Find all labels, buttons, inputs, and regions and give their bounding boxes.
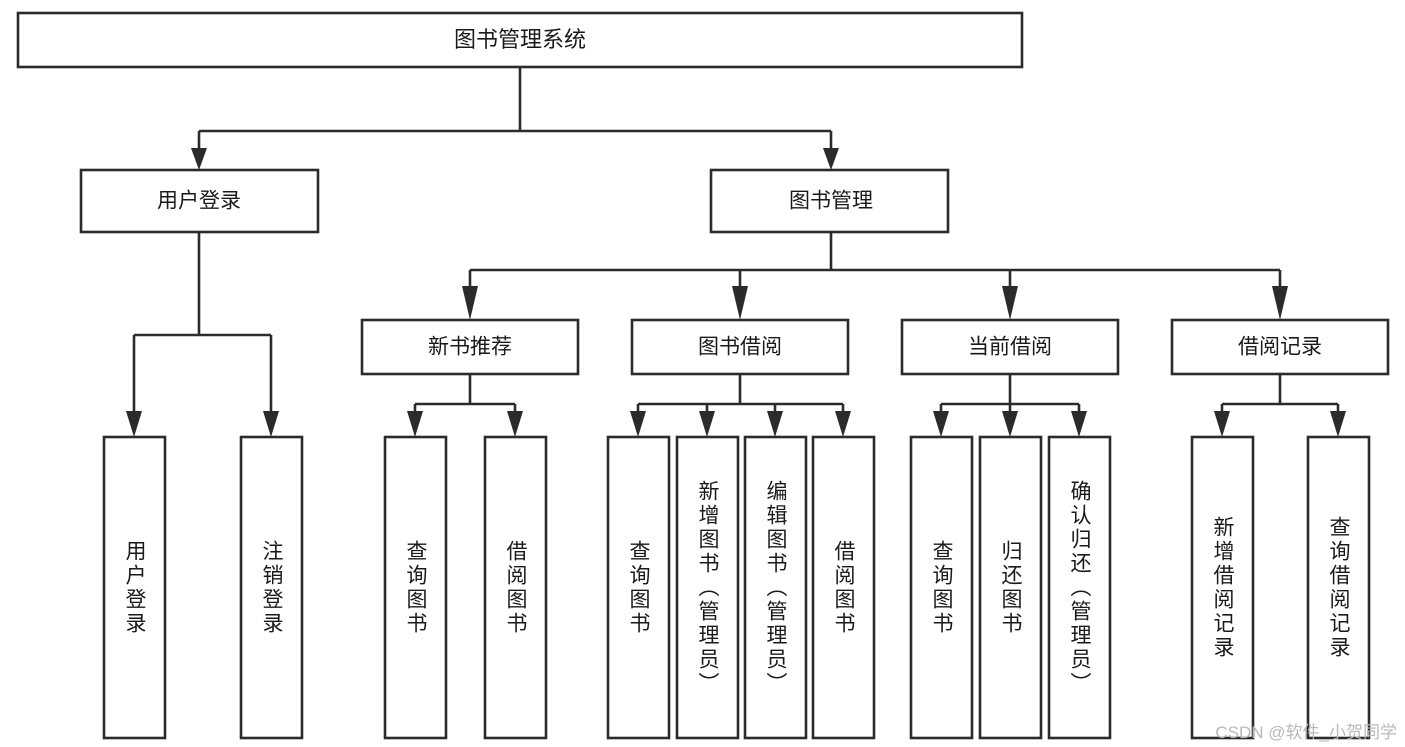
arrowhead-current-borrow [1002, 286, 1018, 320]
node-user-login[interactable]: 用户登录 [79, 168, 320, 234]
node-book-manage-label: 图书管理 [789, 190, 873, 213]
arrowhead-bb-c2 [699, 411, 715, 437]
connector-group-book-manage [462, 232, 1288, 320]
node-book-borrow-box[interactable] [630, 318, 850, 376]
connector-group-user-login [126, 232, 279, 437]
leaf-box-bb-3[interactable] [743, 435, 808, 740]
connector-group-current-borrow [933, 374, 1087, 437]
arrowhead-book-manage [823, 148, 839, 170]
node-user-login-label: 用户登录 [157, 190, 241, 213]
node-borrow-record[interactable]: 借阅记录 [1170, 318, 1390, 376]
node-book-manage-box[interactable] [709, 168, 950, 234]
arrowhead-new-book [462, 286, 478, 320]
node-borrow-record-box[interactable] [1170, 318, 1390, 376]
node-root-box[interactable] [16, 11, 1024, 69]
leaf-box-cb-1[interactable] [909, 435, 974, 740]
leaf-boxes-book-borrow [606, 435, 876, 740]
node-book-borrow[interactable]: 图书借阅 [630, 318, 850, 376]
leaf-box-ul-2[interactable] [239, 435, 304, 740]
arrowhead-cb-c1 [933, 411, 949, 437]
connector-group-borrow-record [1214, 374, 1346, 437]
leaf-box-br-2[interactable] [1306, 435, 1371, 740]
arrowhead-cb-c3 [1071, 411, 1087, 437]
arrowhead-user-login [191, 148, 207, 170]
arrowhead-bb-c3 [767, 411, 783, 437]
node-root[interactable]: 图书管理系统 [16, 11, 1024, 69]
node-borrow-record-label: 借阅记录 [1238, 336, 1322, 359]
connector-group-new-book [407, 374, 523, 437]
leaf-box-cb-3[interactable] [1047, 435, 1112, 740]
arrowhead-cb-c2 [1002, 411, 1018, 437]
leaf-box-br-1[interactable] [1190, 435, 1255, 740]
arrowhead-ul-child2 [263, 411, 279, 437]
arrowhead-br-c1 [1214, 411, 1230, 437]
arrowhead-br-c2 [1330, 411, 1346, 437]
arrowhead-bb-c1 [630, 411, 646, 437]
connector-group-root [191, 67, 839, 170]
leaf-box-bb-2[interactable] [675, 435, 740, 740]
leaf-box-nb-2[interactable] [483, 435, 548, 740]
leaf-box-cb-2[interactable] [978, 435, 1043, 740]
connector-group-book-borrow [630, 374, 851, 437]
leaf-boxes-borrow-record [1190, 435, 1371, 740]
node-root-label: 图书管理系统 [454, 27, 586, 52]
node-new-book-recommend[interactable]: 新书推荐 [360, 318, 580, 376]
leaf-boxes-new-book [383, 435, 548, 740]
leaf-boxes-current-borrow [909, 435, 1112, 740]
arrowhead-nb-c1 [407, 411, 423, 437]
node-new-book-box[interactable] [360, 318, 580, 376]
node-current-borrow-label: 当前借阅 [968, 336, 1052, 359]
arrowhead-borrow-record [1272, 286, 1288, 320]
leaf-box-bb-4[interactable] [811, 435, 876, 740]
leaf-box-ul-1[interactable] [102, 435, 167, 740]
node-new-book-label: 新书推荐 [428, 336, 512, 359]
leaf-box-bb-1[interactable] [606, 435, 671, 740]
node-user-login-box[interactable] [79, 168, 320, 234]
arrowhead-bb-c4 [835, 411, 851, 437]
node-book-borrow-label: 图书借阅 [698, 336, 782, 359]
csdn-watermark: CSDN @软件_小贺同学 [1215, 723, 1397, 742]
node-book-manage[interactable]: 图书管理 [709, 168, 950, 234]
leaf-box-nb-1[interactable] [383, 435, 448, 740]
arrowhead-nb-c2 [507, 411, 523, 437]
arrowhead-book-borrow [732, 286, 748, 320]
node-current-borrow[interactable]: 当前借阅 [900, 318, 1120, 376]
node-current-borrow-box[interactable] [900, 318, 1120, 376]
arrowhead-ul-child1 [126, 411, 142, 437]
leaf-boxes-user-login [102, 435, 304, 740]
